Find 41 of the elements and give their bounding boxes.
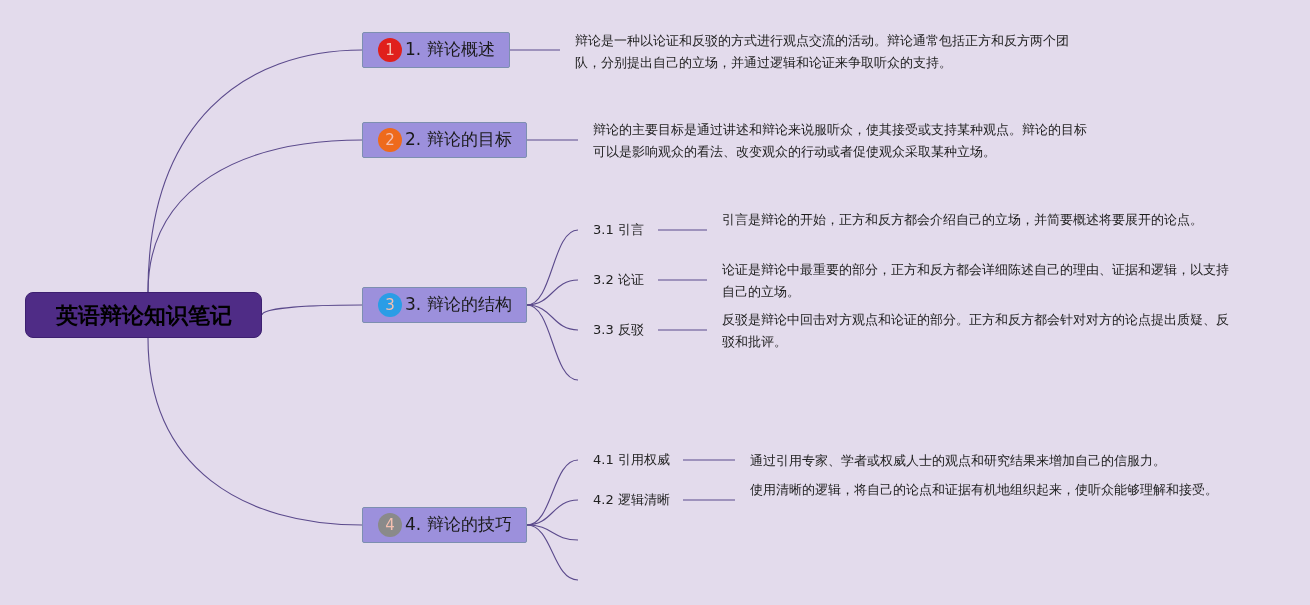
subtopic-label: 3.1 引言: [593, 221, 644, 240]
connector-line: [657, 229, 708, 231]
connector-line: [657, 329, 708, 331]
connector-line: [526, 499, 579, 526]
central-topic-box: [25, 292, 262, 338]
connector-line: [526, 304, 579, 331]
number-badge: 3: [378, 293, 402, 317]
connector-line: [261, 304, 363, 316]
number-badge: 4: [378, 513, 402, 537]
connector-line: [509, 49, 561, 51]
description-text: 辩论的主要目标是通过讲述和辩论来说服听众，使其接受或支持某种观点。辩论的目标可以是影响观众的看法、改变观众的行动或者促使观众采取某种立场。: [593, 121, 1088, 161]
connector-line: [526, 524, 579, 541]
branch-topic-title: 2. 辩论的目标: [405, 128, 512, 152]
central-topic-title: 英语辩论知识笔记: [55, 301, 232, 330]
subtopic-label: 4.2 逻辑清晰: [593, 491, 670, 510]
branch-topic-box: [362, 32, 510, 68]
branch-topic-box: [362, 122, 527, 158]
connector-line: [526, 524, 579, 581]
branch-topic-title: 3. 辩论的结构: [405, 293, 512, 317]
number-badge: 1: [378, 38, 402, 62]
connector-line: [147, 337, 363, 526]
branch-topic-box: [362, 507, 527, 543]
number-badge: 2: [378, 128, 402, 152]
connector-line: [526, 139, 579, 141]
branch-topic-box: [362, 287, 527, 323]
subtopic-label: 3.3 反驳: [593, 321, 644, 340]
description-text: 论证是辩论中最重要的部分，正方和反方都会详细陈述自己的理由、证据和逻辑，以支持自己的立场。: [722, 261, 1230, 301]
connector-line: [682, 499, 736, 501]
connector-line: [682, 459, 736, 461]
description-text: 辩论是一种以论证和反驳的方式进行观点交流的活动。辩论通常包括正方和反方两个团队，分别提出自己的立场，并通过逻辑和论证来争取听众的支持。: [575, 32, 1070, 72]
description-text: 引言是辩论的开始，正方和反方都会介绍自己的立场，并简要概述将要展开的论点。: [722, 211, 1204, 229]
branch-topic-title: 1. 辩论概述: [405, 38, 495, 62]
subtopic-label: 4.1 引用权威: [593, 451, 670, 470]
description-text: 通过引用专家、学者或权威人士的观点和研究结果来增加自己的信服力。: [750, 452, 1167, 470]
subtopic-label: 3.2 论证: [593, 271, 644, 290]
connector-line: [147, 139, 363, 293]
description-text: 反驳是辩论中回击对方观点和论证的部分。正方和反方都会针对对方的论点提出质疑、反驳和批评。: [722, 311, 1230, 351]
connector-line: [526, 304, 579, 381]
connector-line: [657, 279, 708, 281]
branch-topic-title: 4. 辩论的技巧: [405, 513, 512, 537]
description-text: 使用清晰的逻辑，将自己的论点和证据有机地组织起来，使听众能够理解和接受。: [750, 481, 1219, 499]
